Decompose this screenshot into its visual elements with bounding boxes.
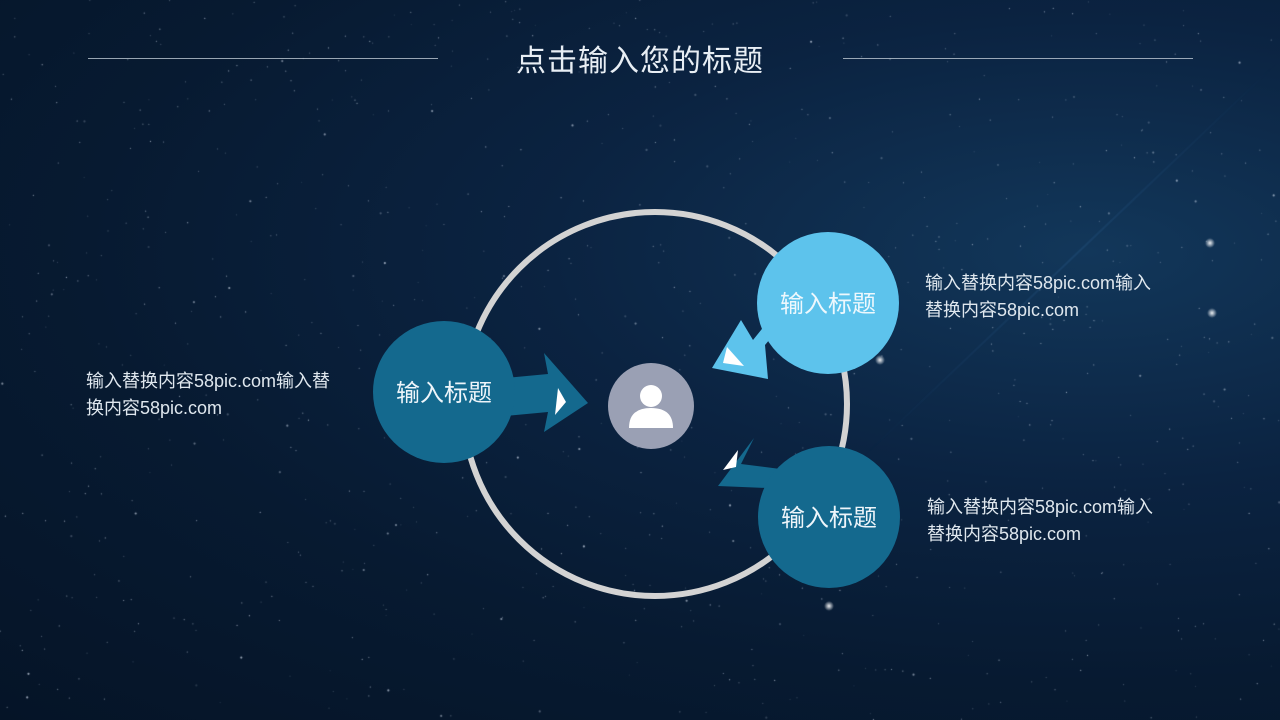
description-left: 输入替换内容58pic.com输入替 换内容58pic.com [86, 368, 330, 422]
center-node[interactable] [608, 363, 694, 449]
node-top-right[interactable]: 输入标题 [757, 232, 899, 374]
description-top-right-line-2: 替换内容58pic.com [925, 300, 1080, 320]
description-bottom-right-line-2: 替换内容58pic.com [927, 524, 1082, 544]
person-icon [629, 385, 673, 428]
node-bottom-right[interactable]: 输入标题 [758, 446, 900, 588]
title-rule-left [88, 58, 438, 59]
title-rule-right [843, 58, 1193, 59]
arrow-left-to-center [505, 353, 588, 432]
node-bottom-right-circle [758, 446, 900, 588]
node-bottom-right-label: 输入标题 [781, 504, 877, 532]
description-bottom-right: 输入替换内容58pic.com输入 替换内容58pic.com [927, 494, 1153, 548]
node-left[interactable]: 输入标题 [373, 321, 515, 463]
node-top-right-circle [757, 232, 899, 374]
slide-title[interactable]: 点击输入您的标题 [516, 44, 764, 79]
description-top-right: 输入替换内容58pic.com输入 替换内容58pic.com [925, 270, 1151, 324]
description-left-line-2: 换内容58pic.com [86, 398, 223, 418]
node-left-label: 输入标题 [396, 379, 492, 407]
node-top-right-label: 输入标题 [780, 290, 876, 318]
description-left-line-1: 输入替换内容58pic.com输入替 [86, 371, 331, 391]
description-top-right-line-1: 输入替换内容58pic.com输入 [925, 273, 1152, 293]
node-left-circle [373, 321, 515, 463]
description-bottom-right-line-1: 输入替换内容58pic.com输入 [927, 497, 1154, 517]
